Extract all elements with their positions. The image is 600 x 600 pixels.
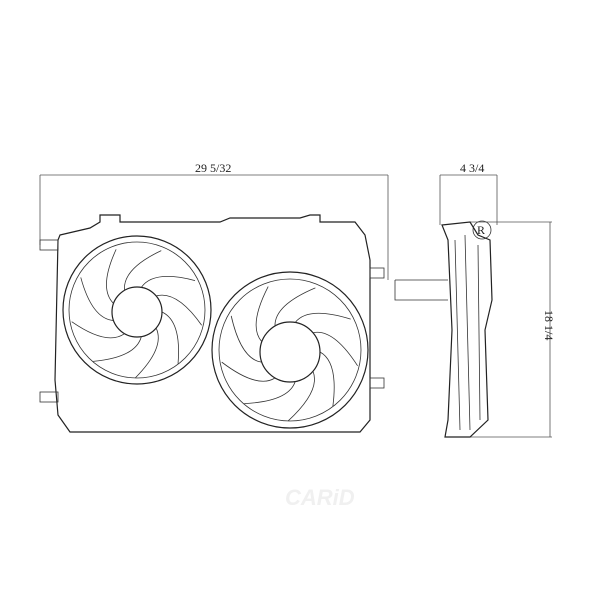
depth-label: 4 3/4 [460,161,484,175]
fan-blade [71,321,125,339]
fan-blade [80,277,114,321]
fan-blade [106,249,117,304]
fan-blade [134,327,159,379]
fan-blade [287,371,315,422]
left-fan [62,235,212,385]
fan-blade [156,294,202,326]
watermark: CARiD [285,485,355,510]
fan-blade [294,312,351,323]
width-label: 29 5/32 [195,161,231,175]
height-label: 18 1/4 [542,310,556,340]
depth-dimension: 4 3/4 [439,161,498,225]
shroud-front-view [39,214,385,433]
height-dimension: 18 1/4 [470,221,556,438]
fan-blade [319,351,335,407]
fan-blade [230,315,262,363]
fan-blade [244,381,296,405]
svg-text:R: R [477,223,485,237]
fan-blade [274,287,316,327]
shroud-side-view: R [394,220,493,438]
fan-blade [255,286,269,343]
registered-mark-icon [472,220,492,240]
fan-blade [312,331,358,367]
fan-blade [161,311,179,364]
fan-blade [124,250,162,291]
fan-blade [141,276,196,288]
fan-blade [93,336,142,362]
right-fan [211,271,369,429]
width-dimension: 29 5/32 [39,161,389,280]
fan-blade [221,361,276,382]
